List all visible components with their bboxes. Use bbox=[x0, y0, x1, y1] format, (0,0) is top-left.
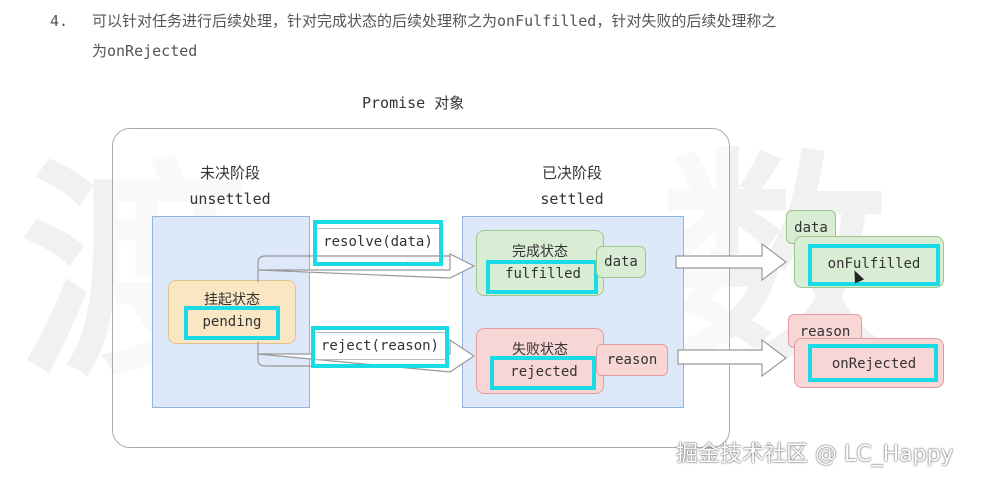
rejected-cn: 失败状态 bbox=[512, 342, 568, 358]
resolve-connector bbox=[257, 255, 450, 282]
settled-cn: 已决阶段 bbox=[541, 164, 602, 182]
settled-heading: 已决阶段 settled bbox=[462, 160, 682, 212]
intro-line-2: 为onRejected bbox=[92, 42, 198, 60]
settled-en: settled bbox=[540, 190, 604, 208]
resolve-highlight bbox=[313, 220, 443, 266]
rejected-box: 失败状态 bbox=[476, 328, 604, 394]
fulfilled-out-arrow bbox=[675, 242, 787, 282]
intro-paragraph: 4. 可以针对任务进行后续处理，针对完成状态的后续处理称之为onFulfilled… bbox=[50, 6, 980, 66]
list-number: 4. bbox=[50, 12, 69, 30]
pending-cn: 挂起状态 bbox=[204, 292, 260, 308]
resolve-label: resolve(data) bbox=[316, 228, 440, 256]
rejected-highlight bbox=[490, 356, 596, 390]
intro-line-1: 可以针对任务进行后续处理，针对完成状态的后续处理称之为onFulfilled，针… bbox=[92, 12, 777, 30]
fulfilled-data-tag: data bbox=[596, 246, 646, 278]
diagram-title: Promise 对象 bbox=[362, 94, 465, 112]
pending-highlight bbox=[184, 306, 280, 340]
resolve-arrow bbox=[257, 253, 476, 279]
rejected-out-arrow bbox=[677, 338, 787, 378]
unsettled-heading: 未决阶段 unsettled bbox=[152, 160, 308, 212]
onrejected-label: onRejected bbox=[831, 356, 917, 372]
onfulfilled-highlight bbox=[808, 244, 940, 286]
reject-label: reject(reason) bbox=[314, 332, 446, 360]
unsettled-en: unsettled bbox=[189, 190, 271, 208]
fulfilled-label: fulfilled bbox=[505, 266, 581, 282]
reject-connector bbox=[257, 342, 450, 367]
fulfilled-cn: 完成状态 bbox=[512, 244, 568, 260]
rejected-label: rejected bbox=[510, 364, 578, 380]
fulfilled-highlight bbox=[486, 260, 598, 294]
pending-label: pending bbox=[202, 314, 262, 330]
reject-highlight bbox=[311, 326, 449, 368]
onfulfilled-label: onFulfilled bbox=[827, 256, 921, 272]
onrejected-highlight bbox=[808, 344, 938, 382]
pending-box: 挂起状态 bbox=[168, 280, 296, 344]
credit-watermark: 掘金技术社区 @ LC_Happy bbox=[676, 442, 954, 467]
unsettled-cn: 未决阶段 bbox=[199, 164, 260, 182]
rejected-reason-tag: reason bbox=[596, 344, 668, 376]
